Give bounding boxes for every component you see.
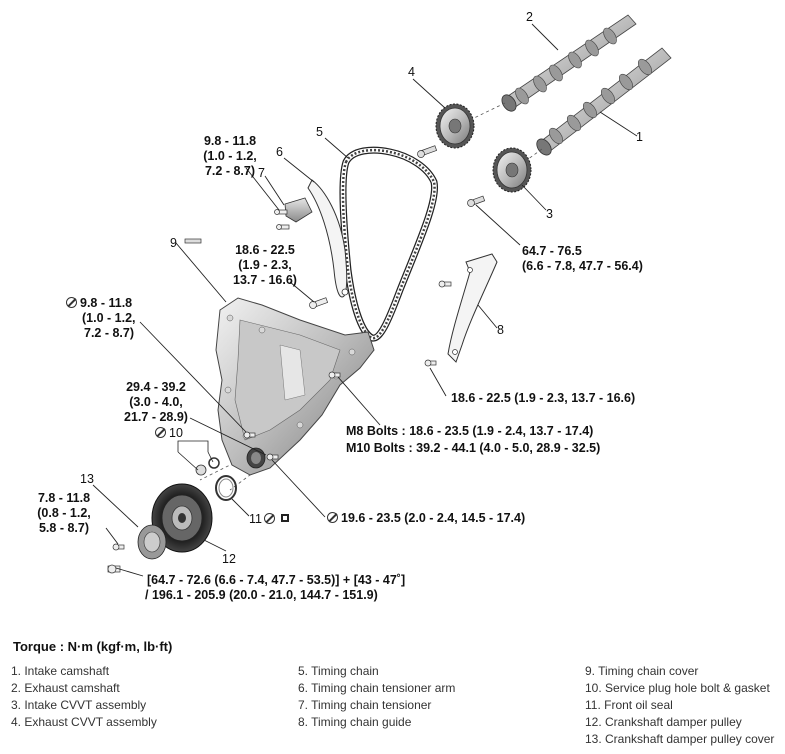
legend-item: 1. Intake camshaft (11, 664, 110, 678)
torque-line: 18.6 - 22.5 (235, 243, 295, 257)
callout-4: 4 (408, 65, 415, 79)
legend-item: 13. Crankshaft damper pulley cover (585, 732, 775, 746)
torque-line: (3.0 - 4.0, (129, 395, 183, 409)
seal-icon (281, 514, 289, 522)
torque-line: 7.2 - 8.7) (84, 326, 135, 340)
intake-camshaft (536, 47, 672, 156)
torque-line: [64.7 - 72.6 (6.6 - 7.4, 47.7 - 53.5)] +… (147, 573, 406, 587)
legend-item: 2. Exhaust camshaft (11, 681, 120, 695)
callout-10-text: 10 (169, 426, 183, 440)
torque-line: (6.6 - 7.8, 47.7 - 56.4) (522, 259, 643, 273)
legend-item: 4. Exhaust CVVT assembly (11, 715, 157, 729)
legend-column-2: 5. Timing chain 6. Timing chain tensione… (298, 663, 455, 731)
torque-oil-seal-bolt: 19.6 - 23.5 (2.0 - 2.4, 14.5 - 17.4) (327, 511, 525, 526)
tensioner-arm-bolt (309, 297, 329, 309)
torque-damper-pulley: [64.7 - 72.6 (6.6 - 7.4, 47.7 - 53.5)] +… (145, 573, 406, 603)
torque-line: 9.8 - 11.8 (203, 134, 257, 148)
exhaust-camshaft (501, 14, 637, 112)
torque-line: 64.7 - 76.5 (522, 244, 582, 258)
torque-tensioner-arm: 18.6 - 22.5 (1.9 - 2.3, 13.7 - 16.6) (219, 243, 311, 288)
legend-item: 5. Timing chain (298, 664, 379, 678)
callout-1: 1 (636, 130, 643, 144)
legend-item: 9. Timing chain cover (585, 664, 699, 678)
timing-chain-tensioner-arm (307, 179, 349, 298)
callout-6: 6 (276, 145, 283, 159)
service-plug-bolt-gasket (195, 457, 220, 476)
torque-line: 13.7 - 16.6) (233, 273, 297, 287)
torque-pulley-cover: 7.8 - 11.8 (0.8 - 1.2, 5.8 - 8.7) (32, 491, 96, 536)
cover-stud (184, 238, 202, 244)
callout-11-text: 11 (249, 512, 262, 526)
callout-2: 2 (526, 10, 533, 24)
torque-m8-bolts: M8 Bolts : 18.6 - 23.5 (1.9 - 2.4, 13.7 … (346, 424, 594, 438)
callout-10: 10 (155, 426, 183, 440)
intake-cvvt-assembly (492, 147, 532, 193)
torque-cvvt: 64.7 - 76.5 (6.6 - 7.8, 47.7 - 56.4) (522, 244, 643, 274)
timing-chain-tensioner (274, 197, 313, 230)
callout-11: 11 (249, 512, 278, 526)
torque-units-title: Torque : N·m (kgf·m, lb·ft) (13, 639, 173, 654)
exploded-timing-diagram (92, 14, 672, 577)
legend-column-1: 1. Intake camshaft 2. Exhaust camshaft 3… (11, 663, 157, 731)
no-reuse-icon (263, 513, 275, 524)
callout-9: 9 (170, 236, 177, 250)
callout-13: 13 (80, 472, 94, 486)
legend-item: 11. Front oil seal (585, 698, 673, 712)
torque-service-plug: 29.4 - 39.2 (3.0 - 4.0, 21.7 - 28.9) (118, 380, 194, 425)
torque-cover-left: 9.8 - 11.8 (1.0 - 1.2, 7.2 - 8.7) (66, 296, 136, 341)
timing-chain (339, 146, 439, 342)
crankshaft-damper-pulley (151, 483, 213, 553)
no-reuse-icon (327, 512, 338, 523)
exhaust-cvvt-assembly (435, 103, 475, 149)
no-reuse-icon (155, 427, 166, 438)
torque-m10-bolts: M10 Bolts : 39.2 - 44.1 (4.0 - 5.0, 28.9… (346, 441, 601, 455)
torque-line: / 196.1 - 205.9 (20.0 - 21.0, 144.7 - 15… (145, 588, 378, 602)
callout-5: 5 (316, 125, 323, 139)
torque-line: 7.2 - 8.7) (204, 164, 256, 178)
torque-line: (1.9 - 2.3, (238, 258, 292, 272)
front-oil-seal (215, 475, 237, 501)
legend-item: 6. Timing chain tensioner arm (298, 681, 456, 695)
torque-tensioner: 9.8 - 11.8 (1.0 - 1.2, 7.2 - 8.7) (187, 134, 273, 179)
callout-3: 3 (546, 207, 553, 221)
timing-chain-guide (424, 253, 498, 367)
torque-line: 21.7 - 28.9) (124, 410, 188, 424)
cvvt-bolts (417, 145, 486, 207)
legend-item: 12. Crankshaft damper pulley (585, 715, 742, 729)
leader-lines (92, 23, 638, 577)
torque-line: (0.8 - 1.2, (37, 506, 91, 520)
no-reuse-icon (66, 297, 77, 308)
timing-chain-cover (215, 297, 375, 476)
torque-line: 5.8 - 8.7) (38, 521, 90, 535)
legend-item: 8. Timing chain guide (298, 715, 412, 729)
legend-item: 7. Timing chain tensioner (298, 698, 432, 712)
callout-12: 12 (222, 552, 236, 566)
torque-chain-guide: 18.6 - 22.5 (1.9 - 2.3, 13.7 - 16.6) (451, 391, 636, 405)
callout-8: 8 (497, 323, 504, 337)
torque-line: 7.8 - 11.8 (37, 491, 91, 505)
torque-line: 9.8 - 11.8 (66, 296, 136, 311)
item10-bracket (177, 440, 214, 471)
torque-line: (1.0 - 1.2, (203, 149, 257, 163)
crankshaft-damper-pulley-cover (107, 524, 167, 574)
legend-item: 10. Service plug hole bolt & gasket (585, 681, 770, 695)
legend-column-3: 9. Timing chain cover 10. Service plug h… (585, 663, 774, 748)
callout-7: 7 (258, 166, 265, 180)
legend-item: 3. Intake CVVT assembly (11, 698, 147, 712)
torque-line: 29.4 - 39.2 (126, 380, 186, 394)
torque-line: (1.0 - 1.2, (82, 311, 136, 325)
